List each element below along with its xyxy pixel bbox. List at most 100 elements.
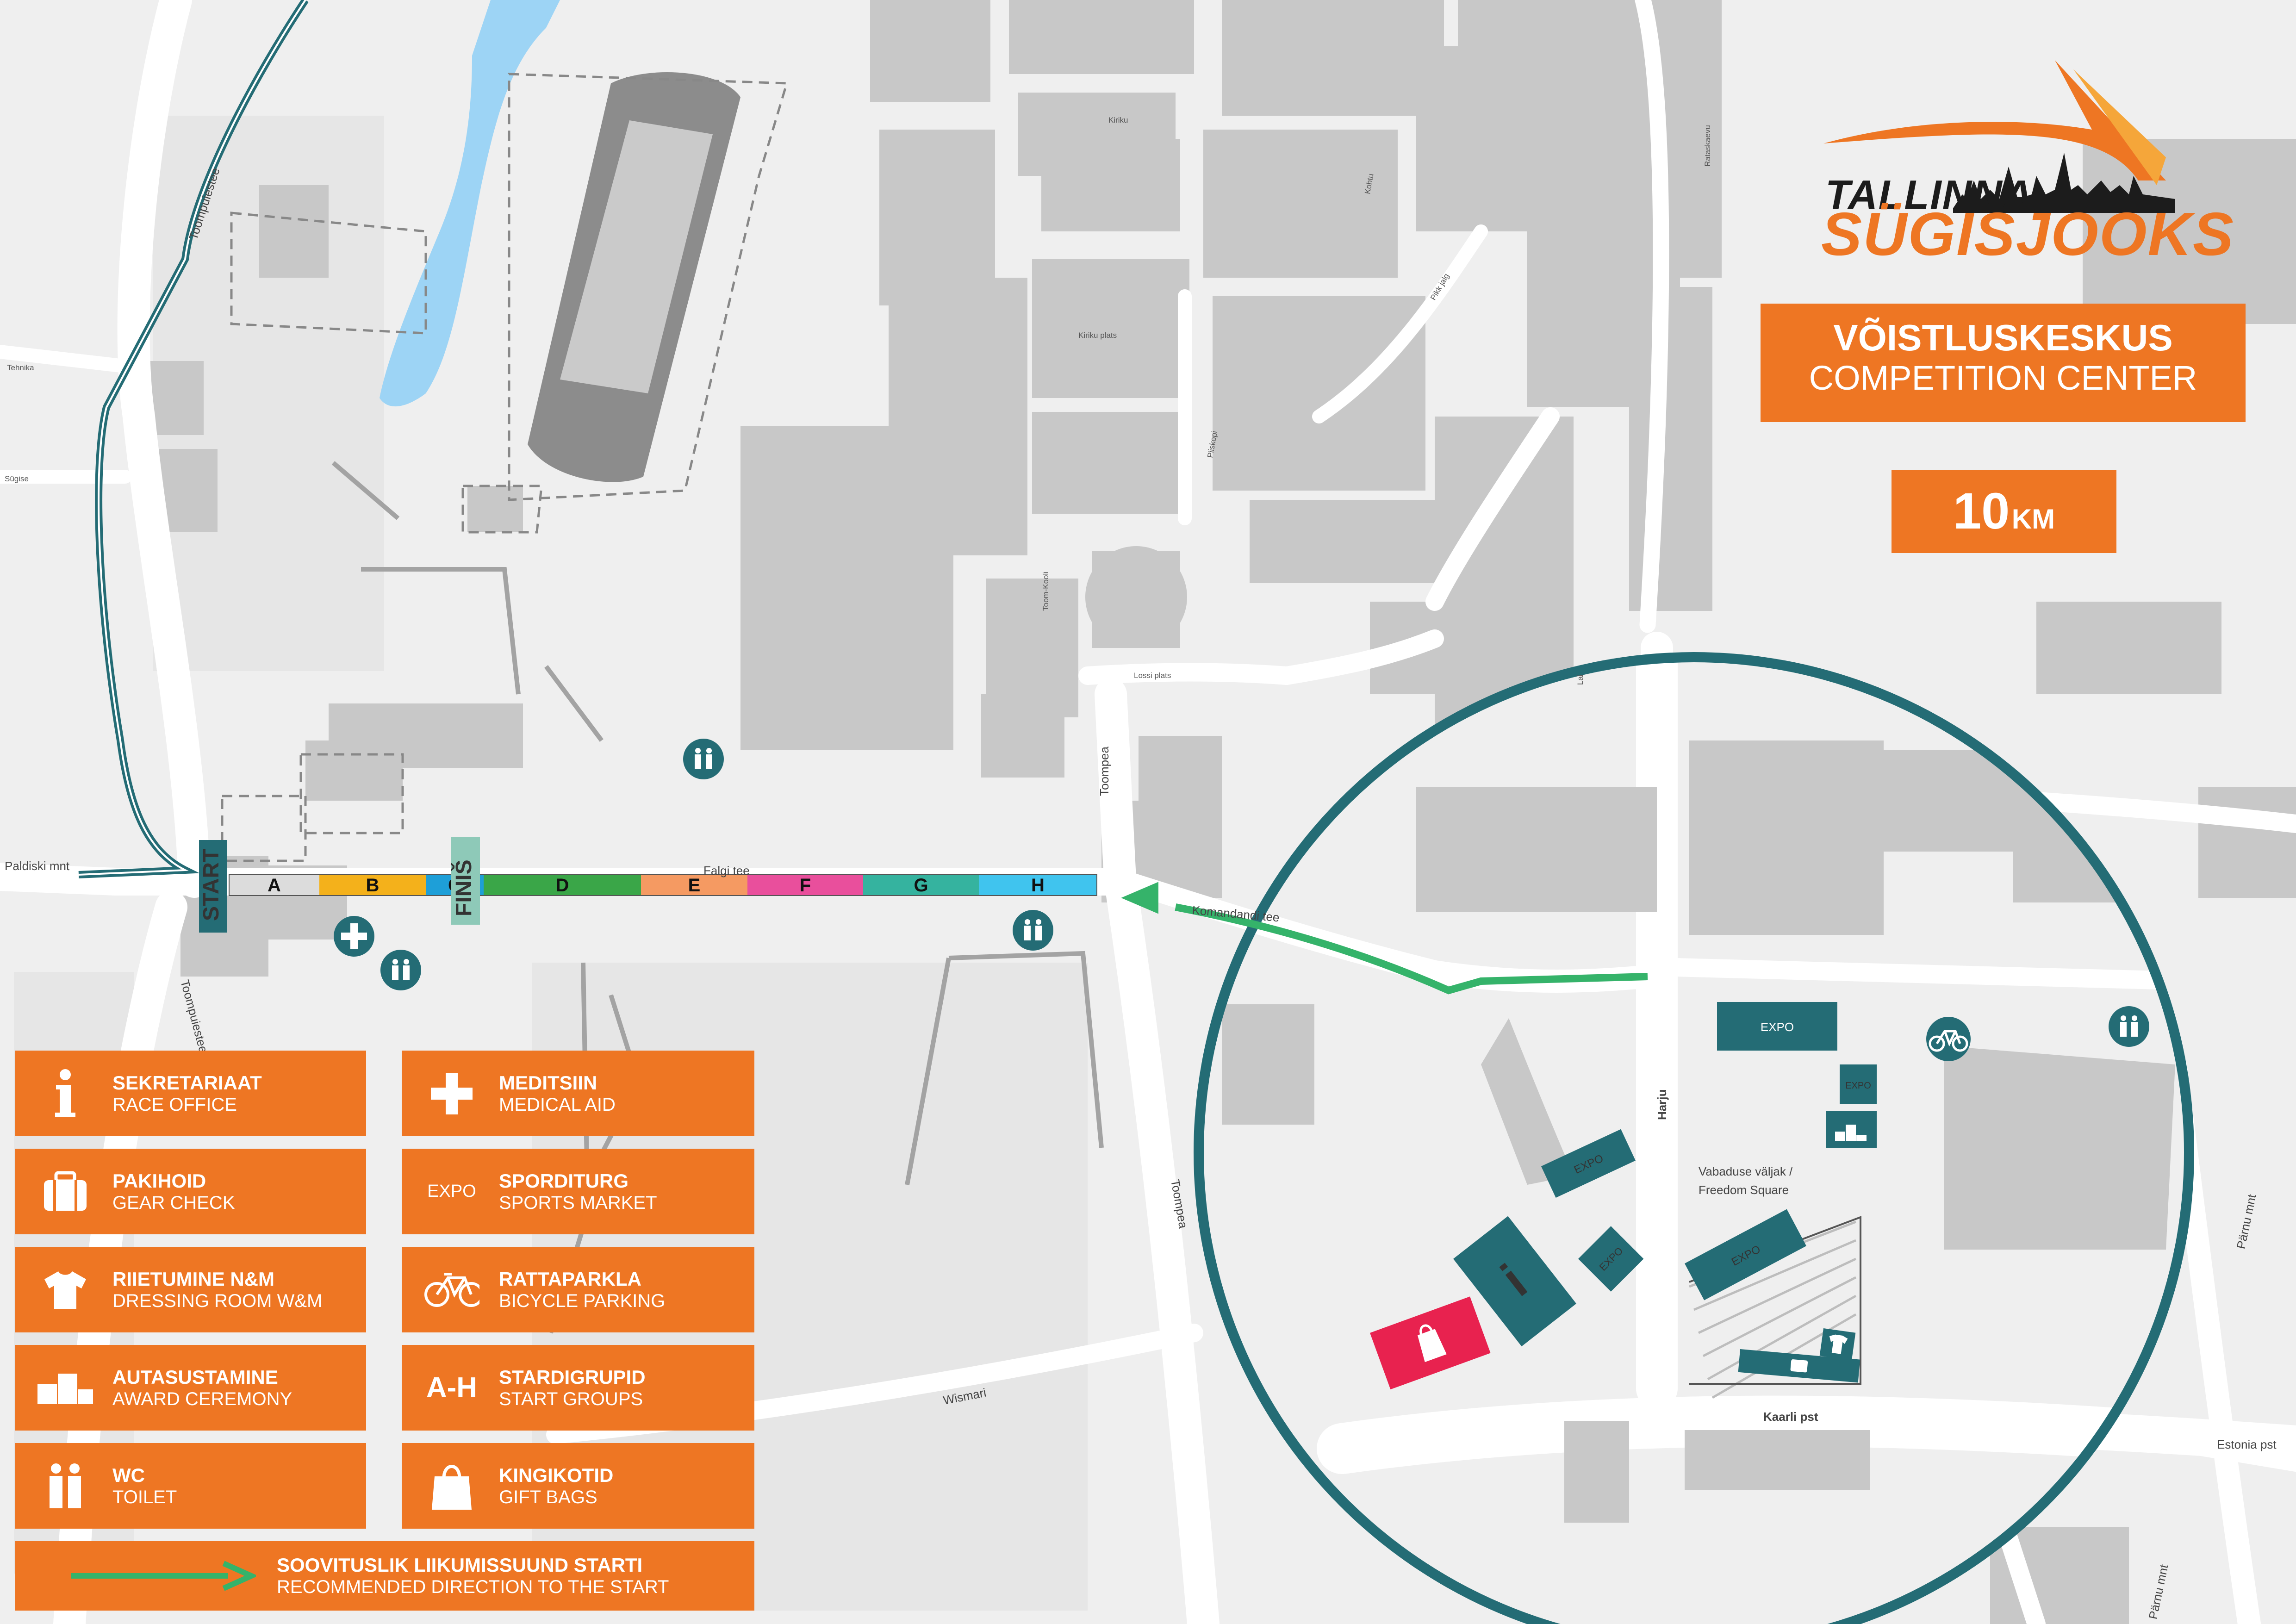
- street-kaarli: Kaarli pst: [1763, 1410, 1818, 1424]
- toilet-icon: [695, 748, 712, 769]
- podium-icon: [37, 1360, 93, 1416]
- tshirt-icon: [1829, 1334, 1848, 1354]
- bicycle-parking-marker: [1926, 1017, 1971, 1061]
- bicycle-icon: [1929, 1030, 1968, 1052]
- start-group-label-g: G: [914, 875, 928, 896]
- legend-et: RIIETUMINE N&M: [112, 1268, 274, 1290]
- recommended-route: [1121, 882, 1648, 995]
- start-group-g: [863, 875, 979, 896]
- title-en: COMPETITION CENTER: [1809, 359, 2197, 397]
- distance-value: 10: [1953, 483, 2010, 540]
- street-toompea-north: Toompea: [1097, 747, 1111, 796]
- street-estonia: Estonia pst: [2217, 1437, 2277, 1451]
- legend-en: AWARD CEREMONY: [112, 1388, 292, 1409]
- legend-et: KINGIKOTID: [499, 1464, 614, 1486]
- legend-et: MEDITSIIN: [499, 1071, 597, 1094]
- street-kiriku: Kiriku: [1108, 116, 1128, 124]
- toilet-icon: [37, 1458, 93, 1514]
- tshirt-icon: [37, 1262, 93, 1318]
- legend-et: RATTAPARKLA: [499, 1268, 641, 1290]
- medical-cross-icon: [341, 923, 367, 949]
- start-group-label-h: H: [1031, 875, 1045, 896]
- finish-label: FINIŠ: [451, 859, 476, 916]
- start-group-label-d: D: [556, 875, 569, 896]
- suitcase-icon: [1790, 1359, 1808, 1373]
- start-group-lane-outline: [229, 874, 1097, 896]
- event-logo: TALLINNA SÜGISJOOKS: [1814, 60, 2234, 268]
- distance-box: 10 KM: [1892, 470, 2116, 553]
- buildings: [139, 0, 2296, 1624]
- legend-en: DRESSING ROOM W&M: [112, 1290, 323, 1311]
- race-office-building: i: [1453, 1216, 1576, 1347]
- expo-label-1: EXPO: [1761, 1020, 1794, 1034]
- distance-unit: KM: [2011, 504, 2055, 535]
- legend-en: MEDICAL AID: [499, 1094, 616, 1115]
- legend-et: SEKRETARIAAT: [112, 1071, 262, 1094]
- legend-en: GIFT BAGS: [499, 1487, 597, 1507]
- legend-en: START GROUPS: [499, 1388, 643, 1409]
- start-groups-icon: A-H: [426, 1372, 478, 1404]
- street-kiriku-plats: Kiriku plats: [1078, 331, 1117, 340]
- start-group-b: [319, 875, 426, 896]
- medical-cross-icon: [424, 1066, 479, 1121]
- legend-en: RECOMMENDED DIRECTION TO THE START: [277, 1577, 669, 1598]
- title-et: VÕISTLUSKESKUS: [1833, 317, 2173, 358]
- medical-marker: [334, 916, 374, 957]
- street-tehnika: Tehnika: [7, 363, 34, 372]
- street-lossi: Lossi plats: [1134, 671, 1171, 680]
- toilet-icon: [392, 959, 410, 980]
- start-group-f: [747, 875, 863, 896]
- toilet-icon: [1024, 919, 1042, 940]
- legend-et: PAKIHOID: [112, 1170, 206, 1192]
- start-group-h: [979, 875, 1097, 896]
- start-group-label-b: B: [366, 875, 380, 896]
- start-group-label-e: E: [688, 875, 701, 896]
- expo-icon: EXPO: [427, 1182, 476, 1201]
- legend-et: STARDIGRUPID: [499, 1366, 646, 1388]
- street-harju: Harju: [1655, 1089, 1669, 1120]
- facilities: EXPO EXPO EXPO EXPO EXPO i: [1370, 1002, 1971, 1390]
- stadium: [528, 72, 740, 482]
- start-banner: START: [199, 840, 227, 933]
- gift-bag-icon: [424, 1458, 479, 1514]
- start-group-lane: ABCDEFGH: [229, 874, 1097, 896]
- logo-swoosh-icon: [1823, 60, 2175, 213]
- legend-en: BICYCLE PARKING: [499, 1290, 666, 1311]
- info-icon: [37, 1066, 93, 1121]
- title-box: VÕISTLUSKESKUS COMPETITION CENTER: [1761, 304, 2246, 422]
- start-group-label-a: A: [268, 875, 281, 896]
- start-group-e: [641, 875, 747, 896]
- legend-et: WC: [112, 1464, 145, 1486]
- start-group-a: [229, 875, 319, 896]
- freedom-square-label: Vabaduse väljak /: [1699, 1164, 1793, 1178]
- toilet-markers: [380, 739, 2149, 1047]
- logo-line-1: TALLINNA: [1825, 172, 2034, 218]
- competition-center-circle: [1194, 652, 2194, 1624]
- legend-en: RACE OFFICE: [112, 1094, 237, 1115]
- start-group-label-f: F: [800, 875, 811, 896]
- street-lai: Lai: [1576, 674, 1585, 685]
- gift-bag-icon: [1417, 1329, 1447, 1363]
- freedom-square-label-en: Freedom Square: [1699, 1183, 1789, 1197]
- finish-banner: FINIŠ: [451, 837, 480, 925]
- podium-icon: [1835, 1125, 1867, 1141]
- street-paldiski: Paldiski mnt: [5, 859, 70, 873]
- gift-bag-building: [1370, 1296, 1491, 1390]
- legend-en: SPORTS MARKET: [499, 1192, 657, 1213]
- logo-line-2: SÜGISJOOKS: [1821, 200, 2234, 268]
- street-toom-kooli: Toom-Kooli: [1041, 572, 1050, 611]
- street-sugise: Sügise: [5, 474, 29, 483]
- legend-en: GEAR CHECK: [112, 1192, 235, 1213]
- bicycle-icon: [424, 1262, 479, 1318]
